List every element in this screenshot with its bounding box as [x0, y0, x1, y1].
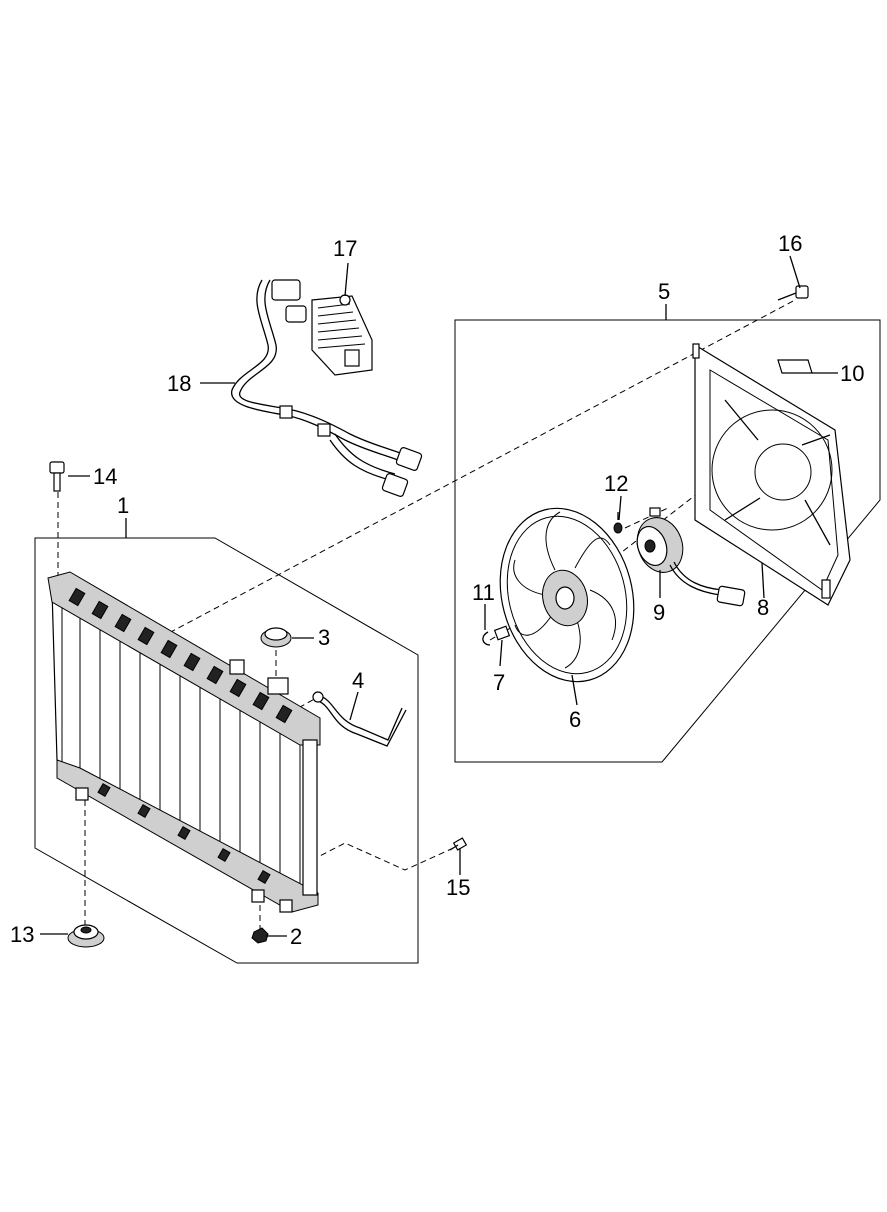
radiator-group-outline: [34, 537, 419, 964]
fan-clip-11: [482, 631, 491, 646]
callout-4: 4: [352, 668, 364, 693]
callout-6: 6: [569, 707, 581, 732]
callout-7: 7: [493, 670, 505, 695]
bolt-16: [777, 285, 809, 301]
bolt-15: [449, 837, 468, 851]
callout-18: 18: [167, 371, 191, 396]
callout-9: 9: [653, 600, 665, 625]
callout-3: 3: [318, 625, 330, 650]
callout-1: 1: [117, 493, 129, 518]
drain-plug-2: [251, 927, 269, 944]
callout-2: 2: [290, 924, 302, 949]
callout-8: 8: [757, 595, 769, 620]
rubber-mount-13: [67, 924, 105, 948]
cooling-fan: [499, 507, 635, 683]
overflow-hose: [312, 691, 407, 747]
callout-5: 5: [658, 279, 670, 304]
fan-shroud: [692, 343, 851, 606]
callout-10: 10: [840, 361, 864, 386]
bolt-14: [49, 461, 65, 492]
fan-resistor: [311, 294, 373, 376]
fan-shroud-group-outline: [454, 319, 881, 763]
fan-washer-7: [493, 625, 511, 641]
wiring-harness: [231, 279, 423, 497]
shroud-label-10: [777, 359, 813, 374]
fan-motor: [636, 507, 746, 607]
callout-16: 16: [778, 231, 802, 256]
callout-11: 11: [472, 580, 495, 605]
radiator: [47, 571, 321, 913]
callout-13: 13: [10, 922, 34, 947]
callout-12: 12: [604, 471, 628, 496]
callout-14: 14: [93, 464, 117, 489]
radiator-cap: [260, 627, 292, 648]
callout-15: 15: [446, 875, 470, 900]
leader-lines: [40, 255, 838, 937]
callout-17: 17: [333, 236, 357, 261]
callout-labels: 1 2 3 4 5 6 7 8 9 10 11 12 13 14 15 16 1…: [10, 231, 864, 949]
screw-12: [613, 512, 623, 534]
